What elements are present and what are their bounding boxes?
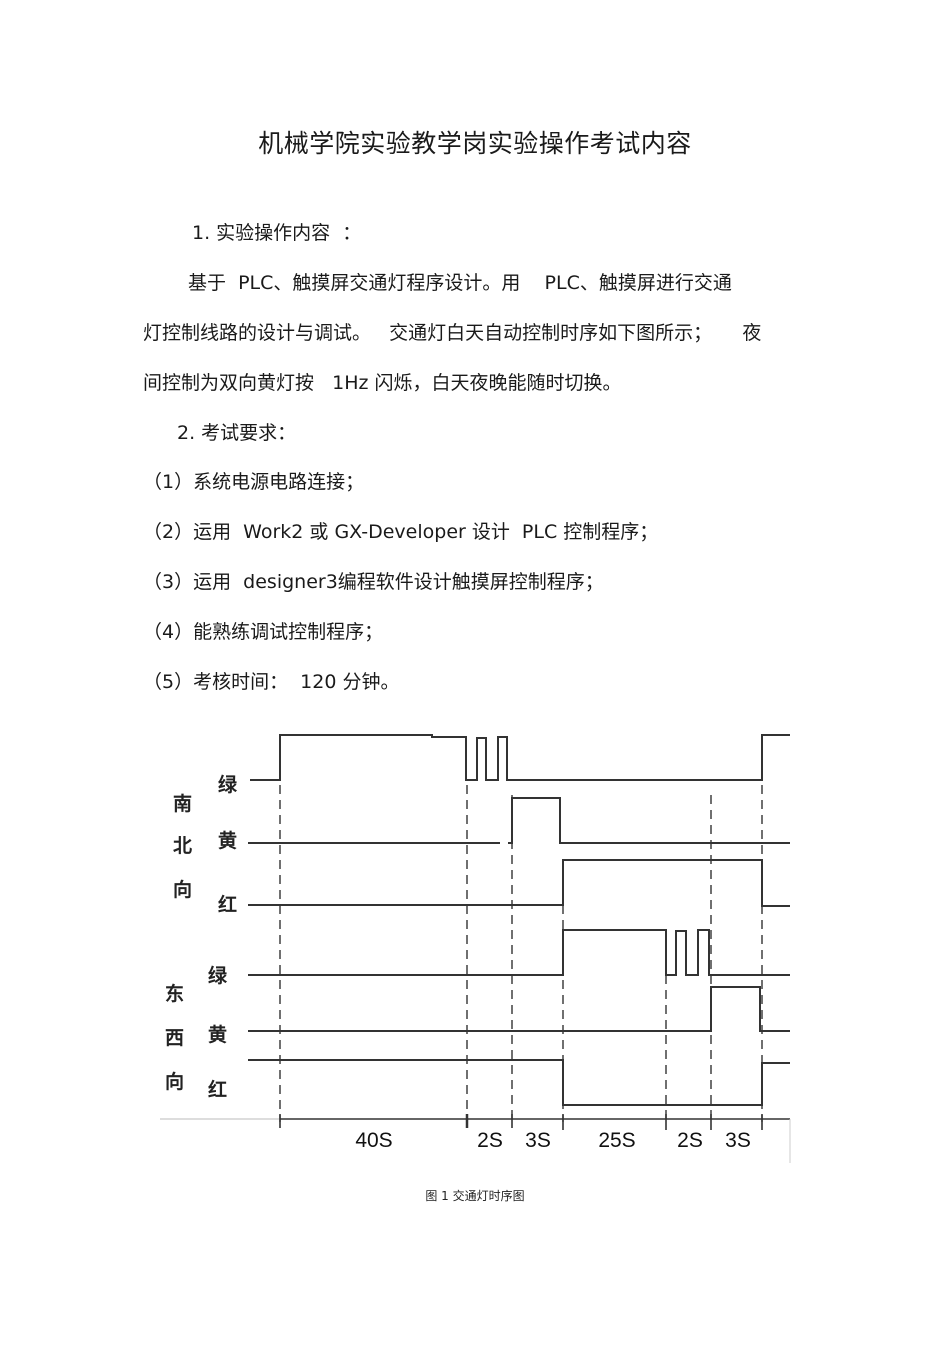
duration-label-4: 25S — [598, 1129, 635, 1152]
ew-red-label: 红 — [208, 1078, 227, 1101]
ns-red-label: 红 — [218, 893, 237, 916]
ew-yellow-label: 黄 — [208, 1023, 227, 1046]
duration-label-2: 2S — [477, 1129, 503, 1152]
figure-caption: 图 1 交通灯时序图 — [425, 1189, 525, 1203]
group-ew-char-3: 向 — [165, 1070, 184, 1093]
axis-ticks — [279, 1114, 763, 1130]
group-ew-char-1: 东 — [165, 982, 184, 1005]
requirement-item-3: （3）运用 designer3编程软件设计触摸屏控制程序； — [143, 571, 604, 593]
requirement-item-1: （1）系统电源电路连接； — [143, 471, 365, 493]
group-ew-char-2: 西 — [165, 1027, 184, 1049]
duration-label-3: 3S — [525, 1129, 551, 1152]
requirement-item-4: （4）能熟练调试控制程序； — [143, 621, 384, 643]
ns-red-waveform — [248, 859, 790, 907]
section1-paragraph-line-1: 基于 PLC、触摸屏交通灯程序设计。用 PLC、触摸屏进行交通 — [188, 272, 732, 294]
ew-green-waveform — [248, 929, 790, 976]
group-ns-char-1: 南 — [173, 793, 192, 815]
ew-yellow-waveform — [248, 986, 790, 1032]
requirement-item-5: （5）考核时间： 120 分钟。 — [143, 671, 400, 693]
ew-red-waveform — [248, 1059, 790, 1106]
section1-heading: 1. 实验操作内容 ： — [192, 222, 362, 244]
document-title: 机械学院实验教学岗实验操作考试内容 — [258, 129, 692, 158]
section1-paragraph-line-2: 灯控制线路的设计与调试。 交通灯白天自动控制时序如下图所示； 夜 — [143, 322, 762, 344]
duration-label-5: 2S — [677, 1129, 703, 1152]
ns-yellow-waveform-pulse — [508, 797, 790, 844]
section1-paragraph-line-3: 间控制为双向黄灯按 1Hz 闪烁，白天夜晚能随时切换。 — [143, 372, 622, 394]
ns-green-waveform — [250, 734, 790, 781]
requirement-item-2: （2）运用 Work2 或 GX-Developer 设计 PLC 控制程序； — [143, 521, 659, 543]
ns-yellow-label: 黄 — [218, 829, 237, 852]
ew-green-label: 绿 — [208, 964, 228, 987]
group-ns-char-2: 北 — [173, 835, 192, 857]
ns-green-label: 绿 — [218, 773, 238, 796]
group-ns-char-3: 向 — [173, 878, 192, 901]
section2-heading: 2. 考试要求： — [177, 422, 297, 444]
duration-label-1: 40S — [355, 1129, 392, 1152]
duration-label-6: 3S — [725, 1129, 751, 1152]
